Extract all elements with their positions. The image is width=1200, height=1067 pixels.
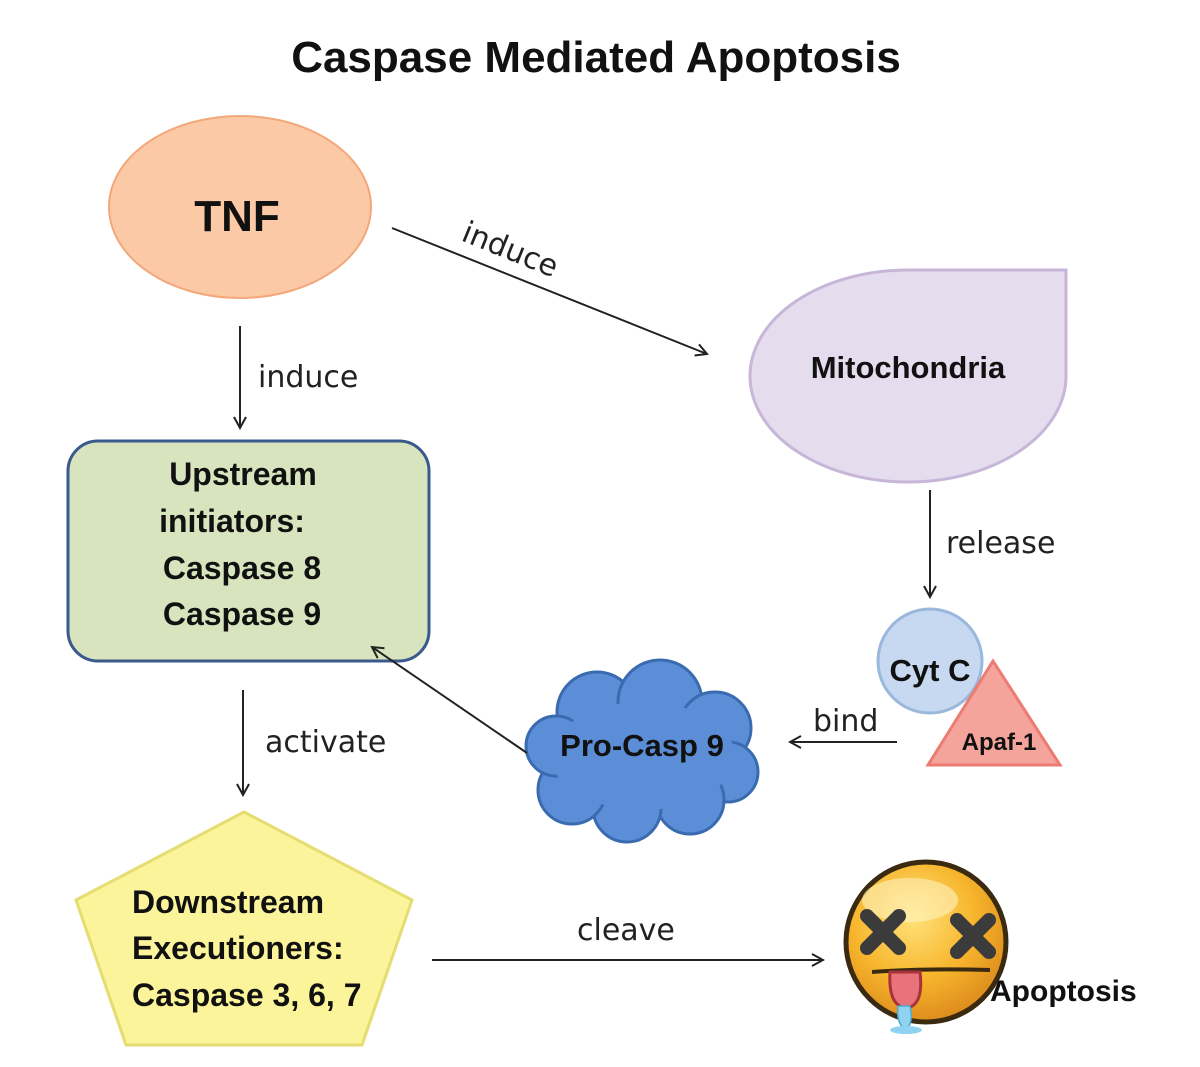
mitochondria-shape [748,268,1068,484]
mitochondria-label: Mitochondria [811,350,1006,385]
label-cleave: cleave [577,913,675,948]
upstream-line-4: Caspase 9 [163,596,321,632]
apoptosis-label: Apoptosis [990,975,1137,1008]
downstream-executioners-node: Downstream Executioners: Caspase 3, 6, 7 [74,810,414,1047]
dead-face-icon [843,859,1009,1034]
upstream-initiators-node: Upstream initiators: Caspase 8 Caspase 9 [66,439,431,663]
upstream-line-2: initiators: [159,503,305,539]
label-activate: activate [265,725,386,760]
apaf1-node: Apaf-1 [925,658,1063,767]
cytc-shape [876,607,984,715]
label-induce-left: induce [258,360,358,395]
upstream-line-1: Upstream [169,456,317,492]
arrow-tnf-to-mitochondria [391,227,707,354]
cytc-label: Cyt C [890,653,971,688]
mitochondria-node: Mitochondria [748,268,1068,484]
downstream-line-1: Downstream [132,884,324,920]
downstream-line-2: Executioners: [132,930,344,966]
arrow-procasp9-to-upstream [372,647,528,754]
label-bind: bind [813,704,878,739]
diagram-title: Caspase Mediated Apoptosis [291,33,901,82]
label-release: release [946,526,1055,561]
tnf-label: TNF [194,192,280,241]
upstream-shape [66,439,431,663]
procasp9-node: Pro-Casp 9 [524,658,760,844]
upstream-line-3: Caspase 8 [163,550,321,586]
downstream-shape [74,810,414,1047]
procasp9-label: Pro-Casp 9 [560,728,724,763]
downstream-line-3: Caspase 3, 6, 7 [132,977,361,1013]
apaf1-label: Apaf-1 [962,729,1037,756]
apaf1-shape [925,658,1063,767]
tnf-shape [108,115,372,299]
procasp9-core [551,702,735,810]
tnf-node: TNF [108,115,372,299]
cytc-node [876,607,984,715]
